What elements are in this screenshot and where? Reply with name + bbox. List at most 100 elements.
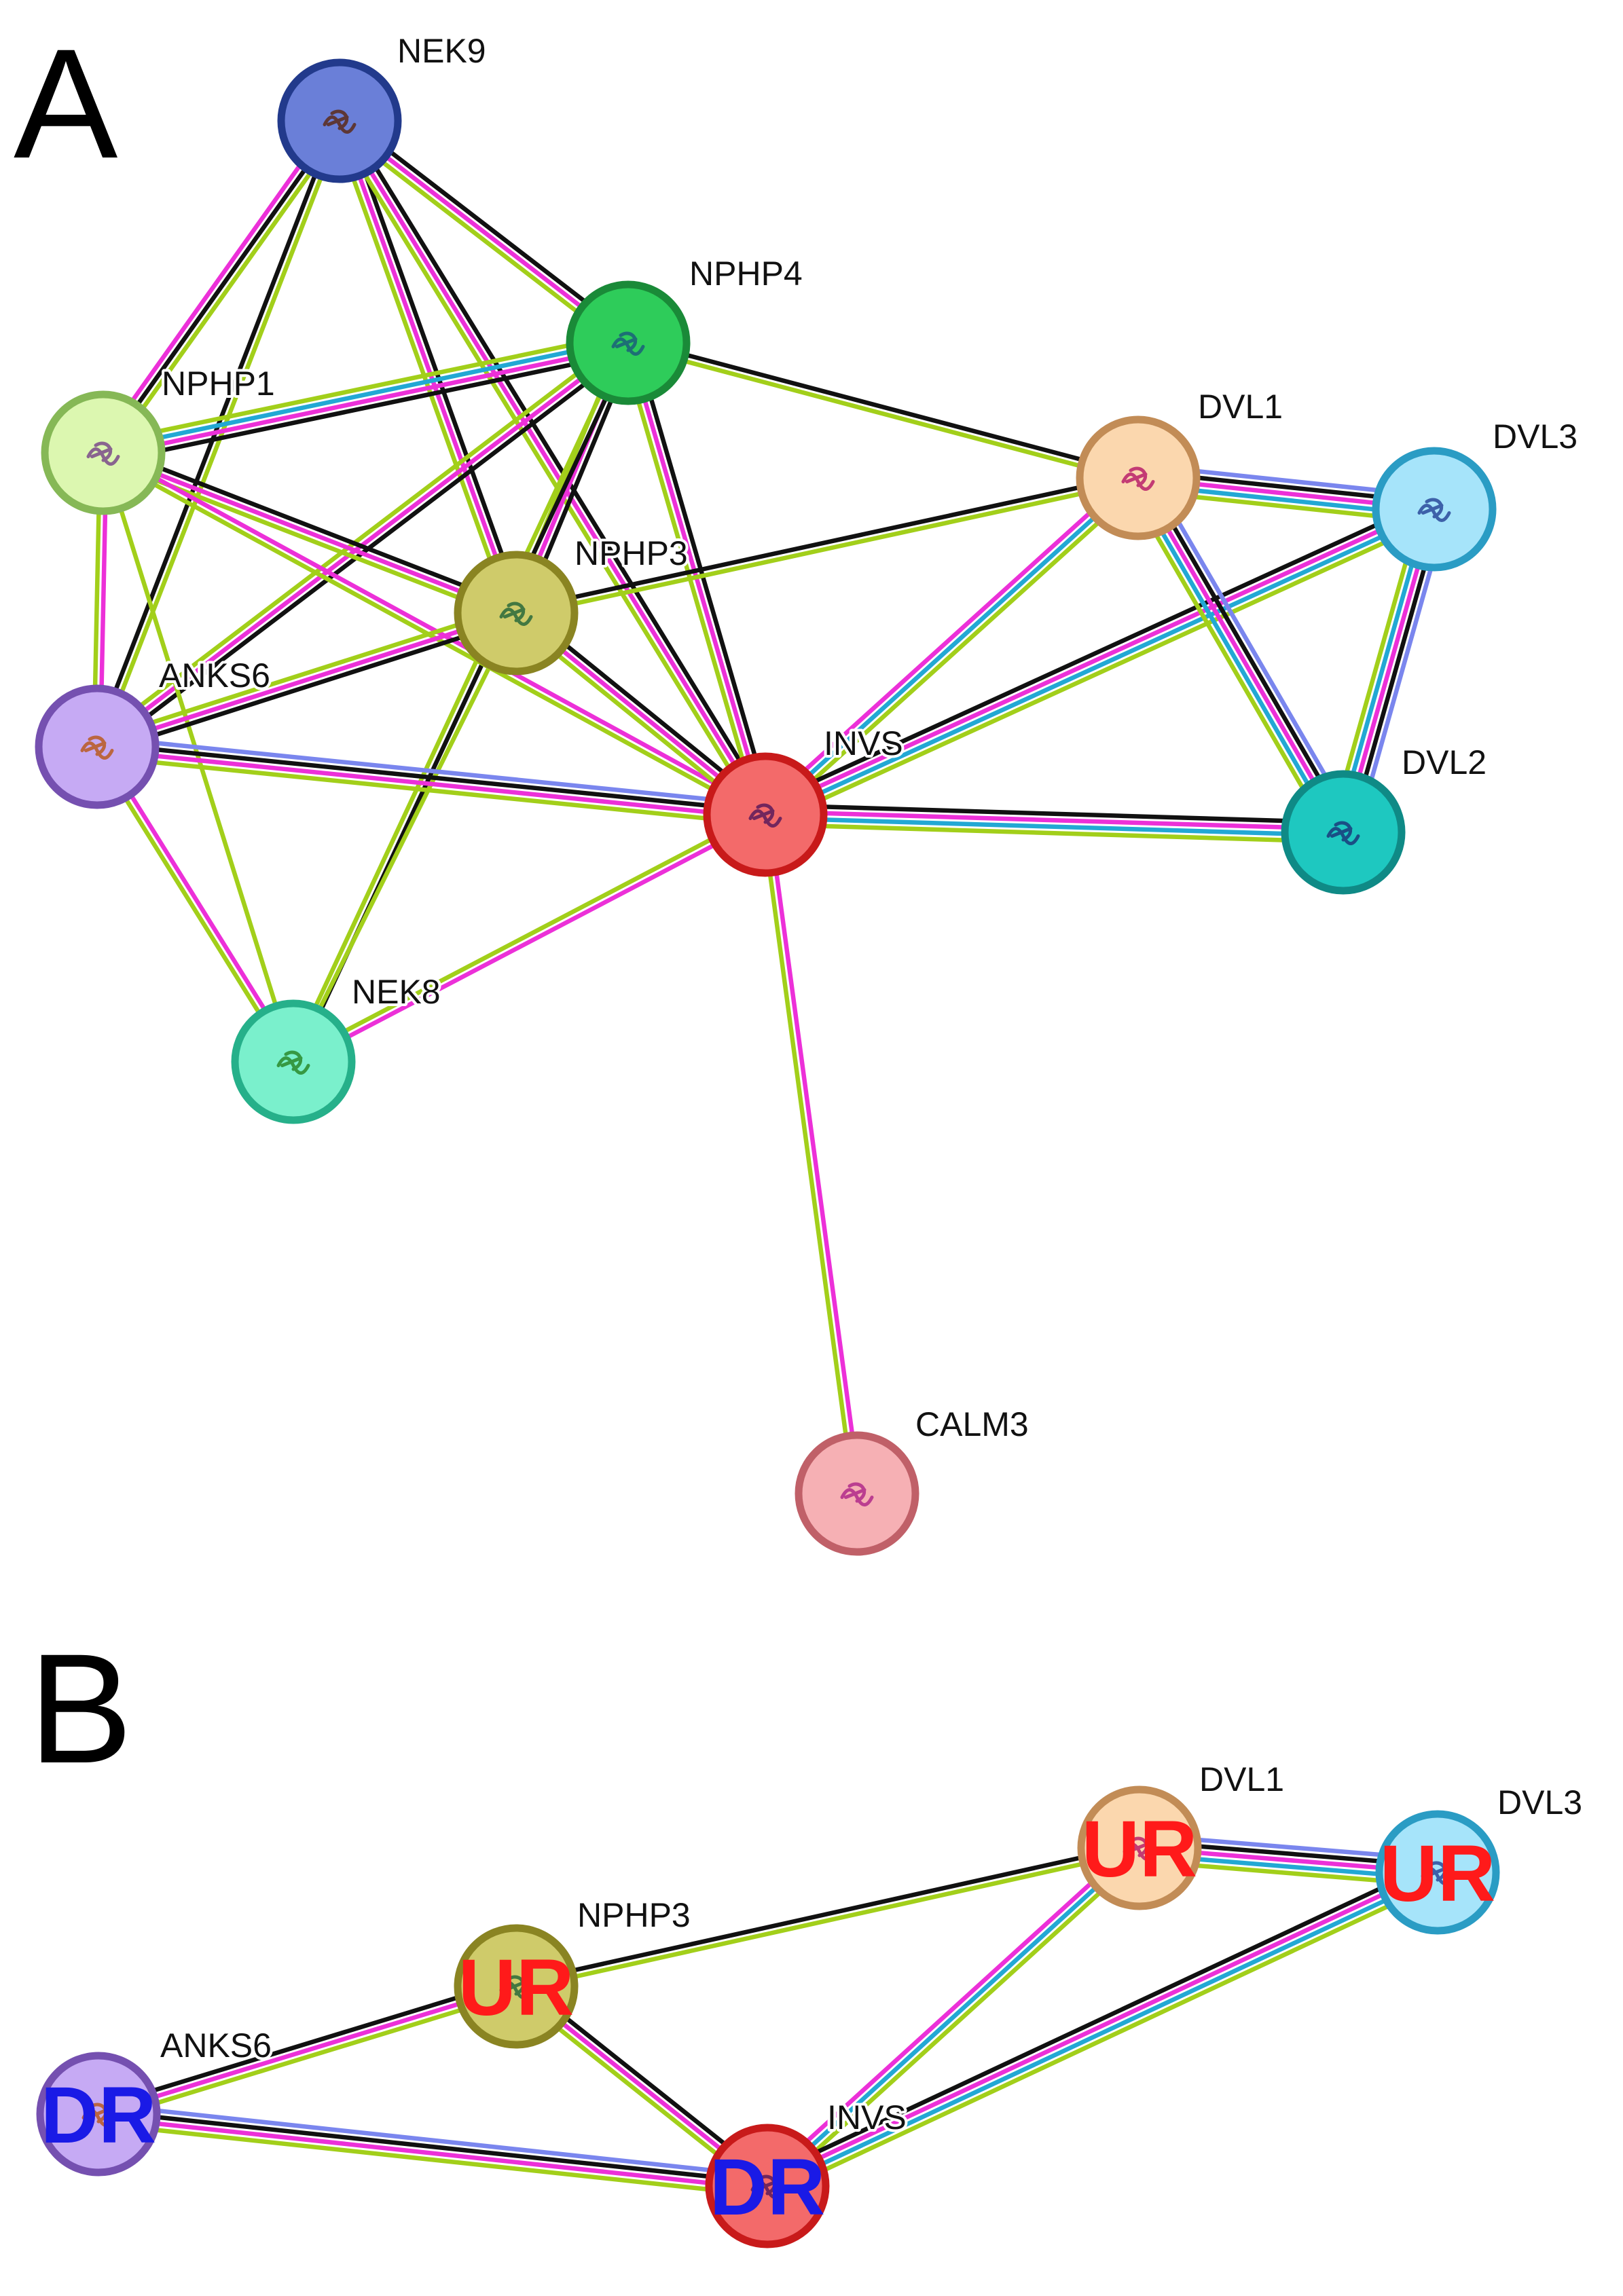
edge-magenta-line <box>338 119 767 816</box>
edge-nphp1-nek8 <box>101 452 296 1062</box>
node-label: NPHP3 <box>577 1896 691 1934</box>
edge-green-line <box>96 754 765 827</box>
node-nek8[interactable]: NEK8 <box>231 970 443 1124</box>
edge-black-line <box>762 1862 1435 2180</box>
edge-nek9-nphp1 <box>96 115 347 458</box>
edge-invs-dvl1 <box>759 471 1144 821</box>
edge-invs-nek8 <box>291 809 768 1067</box>
protein-structure-icon <box>1121 466 1155 491</box>
edge-nphp3-nek8 <box>291 612 518 1063</box>
edge-magenta-line <box>766 813 862 1494</box>
node-label: CALM3 <box>915 1405 1029 1443</box>
edge-green-line <box>768 516 1440 826</box>
edge-magenta-line <box>96 115 336 451</box>
edge-black-line <box>96 1978 515 2111</box>
node-nek9[interactable]: NEK9 <box>277 29 489 183</box>
edge-magenta-line <box>1136 477 1345 834</box>
node-label: NEK8 <box>352 973 441 1011</box>
node-label: DVL1 <box>1199 1760 1284 1798</box>
edge-green-line <box>101 331 627 446</box>
edge-green-line <box>288 340 627 1062</box>
edge-green-line <box>291 612 518 1063</box>
node-label: INVS <box>824 724 903 762</box>
node-anks6[interactable]: ANKS6 <box>35 654 273 809</box>
protein-structure-icon <box>80 735 114 760</box>
regulation-label-dr: DR <box>41 2071 156 2160</box>
edge-nphp3-anks6 <box>94 604 519 756</box>
edge-magenta-line <box>103 344 630 458</box>
edge-black-line <box>105 445 519 610</box>
node-label: NPHP1 <box>162 365 275 403</box>
panel-a-letter: A <box>14 16 117 191</box>
edge-blue-line <box>1147 470 1357 828</box>
edge-nphp4-nphp1 <box>101 331 631 465</box>
protein-structure-icon <box>81 2103 115 2127</box>
edge-black-line <box>98 2109 768 2185</box>
edge-nphp4-dvl1 <box>626 337 1140 483</box>
edge-green-line <box>291 809 765 1061</box>
edge-green-line <box>99 1990 519 2123</box>
edge-green-line <box>94 604 515 743</box>
edge-nphp3-dvl1 <box>515 473 1139 618</box>
node-label: DVL1 <box>1198 388 1283 426</box>
protein-structure-icon <box>1417 498 1451 522</box>
edge-black-line <box>343 117 525 612</box>
edge-magenta-line <box>761 1841 1137 2183</box>
edge-dvl1-dvl2 <box>1125 470 1357 840</box>
panel-b-letter: B <box>29 1621 132 1796</box>
protein-structure-icon <box>86 441 120 466</box>
protein-structure-icon <box>1326 821 1360 845</box>
node-label: NPHP3 <box>575 534 688 572</box>
edge-black-line <box>760 498 1431 808</box>
edge-black-line <box>343 116 773 813</box>
protein-structure-icon <box>276 1050 310 1075</box>
edge-magenta-line <box>763 504 1434 814</box>
node-invs[interactable]: INVS <box>703 722 906 877</box>
node-label: ANKS6 <box>159 656 270 695</box>
edge-anks6-invs <box>96 735 767 827</box>
edge-magenta-line <box>765 809 1344 832</box>
edge-black-line <box>1142 473 1351 830</box>
edge-black-line <box>515 1843 1139 1986</box>
protein-structure-icon <box>840 1482 874 1506</box>
edge-black-line <box>105 350 631 465</box>
edge-invs-dvl3 <box>760 498 1440 826</box>
node-nphp1[interactable]: NPHP1 <box>41 362 278 515</box>
edge-green-line <box>101 453 765 820</box>
node-dvl2[interactable]: DVL2 <box>1281 741 1489 895</box>
edge-green-line <box>98 121 345 749</box>
edge-green-line <box>768 481 1144 821</box>
edge-green-line <box>626 344 1138 483</box>
node-nphp4[interactable]: NPHP4 <box>566 252 805 405</box>
edge-cyan-line <box>767 1873 1440 2191</box>
edge-black-line <box>97 741 766 814</box>
node-calm3[interactable]: CALM3 <box>795 1403 1032 1556</box>
edge-anks6-nphp3 <box>96 1978 519 2123</box>
edge-green-line <box>97 2121 767 2198</box>
edge-magenta-line <box>293 815 768 1067</box>
node-dvl1[interactable]: DVL1 <box>1076 385 1285 540</box>
node-dvl3[interactable]: DVL3 <box>1372 415 1580 572</box>
node-label: NEK9 <box>397 32 486 70</box>
node-nphp3[interactable]: NPHP3 <box>454 532 691 675</box>
edge-green-line <box>516 479 1139 618</box>
edge-green-line <box>92 335 626 744</box>
edge-cyan-line <box>1130 480 1340 837</box>
edge-black-line <box>101 119 342 454</box>
node-label: ANKS6 <box>160 2026 272 2064</box>
edge-nek9-invs <box>332 116 773 819</box>
regulation-label-ur: UR <box>1380 1829 1495 1919</box>
edge-green-line <box>332 123 762 819</box>
edge-magenta-line <box>96 747 765 820</box>
edge-black-line <box>515 473 1138 612</box>
protein-structure-icon <box>323 109 357 134</box>
